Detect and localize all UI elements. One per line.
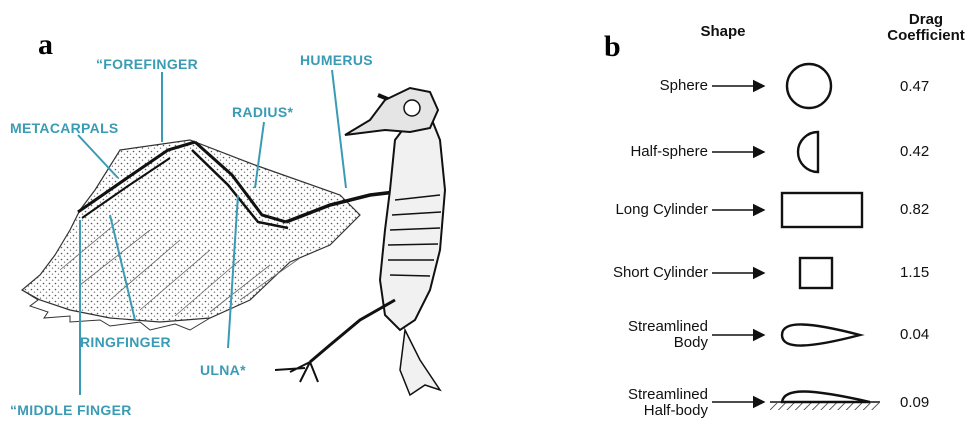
- bird-skeleton-drawing: [0, 0, 560, 423]
- bird-eye-socket: [404, 100, 420, 116]
- short-cylinder-icon: [800, 258, 832, 288]
- bird-body: [380, 110, 445, 330]
- bird-leg: [310, 300, 395, 362]
- pointer-humerus: [332, 70, 346, 188]
- label-forefinger: “FOREFINGER: [96, 56, 198, 72]
- label-metacarpals: METACARPALS: [10, 120, 119, 136]
- label-ulna: ULNA*: [200, 362, 246, 378]
- bird-skull: [345, 88, 438, 135]
- panel-a-wing-anatomy: a: [0, 0, 560, 423]
- wing-feathers: [22, 140, 360, 322]
- panel-b-drag-coefficients: b Shape Drag Coefficient Sphere Half-sph…: [560, 0, 976, 423]
- half-sphere-icon: [798, 132, 818, 172]
- streamlined-body-icon: [782, 324, 860, 345]
- label-radius: RADIUS*: [232, 104, 293, 120]
- streamlined-half-body-icon: [782, 392, 870, 403]
- long-cylinder-icon: [782, 193, 862, 227]
- drag-shapes-drawing: [560, 0, 976, 423]
- label-ringfinger: RINGFINGER: [80, 334, 171, 350]
- ground-hatch: [770, 403, 880, 410]
- bird-foot: [275, 362, 318, 382]
- bird-tail: [400, 330, 440, 395]
- pointer-metacarpals: [78, 135, 118, 178]
- sphere-icon: [787, 64, 831, 108]
- label-middle-finger: “MIDDLE FINGER: [10, 402, 132, 418]
- label-humerus: HUMERUS: [300, 52, 373, 68]
